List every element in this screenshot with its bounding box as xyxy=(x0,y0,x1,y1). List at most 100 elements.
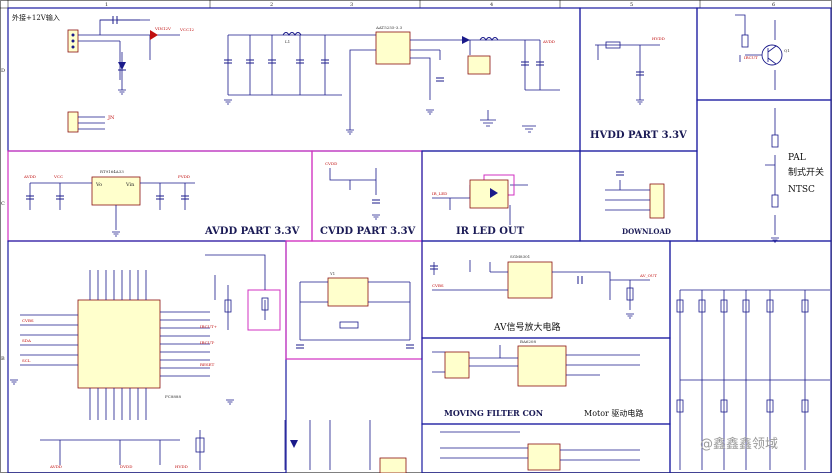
row-d: D xyxy=(1,68,5,74)
regulator-label: AAT5255-3.3 xyxy=(375,25,403,30)
ground-icon xyxy=(112,231,120,237)
svg-text:SDA: SDA xyxy=(22,338,31,343)
resistor-icon xyxy=(626,287,634,301)
svg-text:CVBS: CVBS xyxy=(22,318,34,323)
main-ic-top-pins xyxy=(89,270,147,300)
resistor-icon xyxy=(339,321,359,329)
watermark: @鑫鑫鑫领域 xyxy=(700,436,778,452)
col-6: 6 xyxy=(772,2,775,8)
svg-text:DVDD: DVDD xyxy=(120,464,132,469)
svg-text:Vin: Vin xyxy=(125,182,135,188)
diode-icon xyxy=(118,62,126,70)
ldo-chip xyxy=(91,176,141,206)
regulator-chip xyxy=(375,31,411,65)
svg-text:SCL: SCL xyxy=(22,358,31,363)
crystal-chip xyxy=(327,277,369,307)
freewheel-diode-icon xyxy=(462,36,470,44)
ntsc-label: NTSC xyxy=(788,185,815,195)
resistor-icon xyxy=(741,34,749,48)
svg-text:HVDD: HVDD xyxy=(175,464,188,469)
net-cvdd: CVDD xyxy=(325,161,337,166)
hvdd-title: HVDD PART 3.3V xyxy=(590,130,687,141)
download-title: DOWNLOAD xyxy=(622,227,671,236)
main-ic-right-pins xyxy=(160,311,210,377)
ground-icon xyxy=(118,89,126,95)
svg-text:JN: JN xyxy=(107,115,115,121)
cvdd-title: CVDD PART 3.3V xyxy=(320,226,416,237)
net-pvdd: PVDD xyxy=(178,174,190,179)
resistor-icon xyxy=(771,194,779,208)
row-b: B xyxy=(1,356,5,362)
reset-highlight-box xyxy=(247,289,281,331)
inductor-icon xyxy=(282,32,302,36)
power-input-frame xyxy=(7,7,581,152)
zener-diode-icon xyxy=(290,440,298,448)
input-capacitors xyxy=(224,59,329,64)
ir-title: IR LED OUT xyxy=(456,226,525,237)
amp-label: SGM8301 xyxy=(510,254,530,259)
svg-text:IRCUT: IRCUT xyxy=(744,55,758,60)
svg-text:AVDD: AVDD xyxy=(49,464,62,469)
col-4: 4 xyxy=(490,2,493,8)
ground-icon xyxy=(771,237,779,243)
ground-icon xyxy=(426,109,434,115)
col-3: 3 xyxy=(350,2,353,8)
filter-connector xyxy=(444,351,470,379)
motor-driver-label: BA6208 xyxy=(520,339,536,344)
col-5: 5 xyxy=(630,2,633,8)
avdd-title: AVDD PART 3.3V xyxy=(204,226,300,237)
svg-text:L1: L1 xyxy=(285,39,290,44)
power-input-title: 外接+12V输入 xyxy=(12,13,60,22)
av-amp-title: AV信号放大电路 xyxy=(493,321,561,333)
resistor-array-frame xyxy=(669,240,832,473)
net-av-out: AV_OUT xyxy=(639,273,657,278)
column-markers: 1 2 3 4 5 6 xyxy=(105,0,775,8)
ground-icon xyxy=(480,110,496,127)
svg-text:VCC: VCC xyxy=(53,174,63,179)
net-vin: VIN12V xyxy=(154,26,171,31)
motor-title: Motor 驱动电路 xyxy=(584,408,643,418)
ground-icon xyxy=(522,125,536,133)
ground-icon xyxy=(346,129,354,135)
ground-icon xyxy=(372,214,380,220)
main-ic-label: FC8888 xyxy=(165,394,181,399)
col-1: 1 xyxy=(105,2,108,8)
amp-chip xyxy=(507,261,553,299)
net-cvbs: CVBS xyxy=(432,283,444,288)
schottky-diode-icon xyxy=(150,30,158,40)
ground-icon xyxy=(626,313,634,319)
ldo-label: RT9164A33 xyxy=(100,169,124,174)
ground-icon xyxy=(636,99,644,105)
transistor-frame xyxy=(696,7,832,101)
main-ic-chip xyxy=(77,299,161,389)
row-c: C xyxy=(1,201,5,207)
ground-icon xyxy=(226,399,234,405)
net-ir: IR_LED xyxy=(432,191,447,196)
row-markers: D C B xyxy=(1,68,5,362)
ir-connector xyxy=(469,179,509,209)
net-avdd: AVDD xyxy=(23,174,36,179)
resistor-icon xyxy=(771,134,779,148)
bottom-connector xyxy=(379,457,407,473)
crystal-label: Y1 xyxy=(329,271,335,276)
svg-text:RESET: RESET xyxy=(200,362,215,367)
main-ic-left-pins xyxy=(20,314,78,366)
svg-text:IRCUT+: IRCUT+ xyxy=(200,324,217,329)
transistor-icon xyxy=(761,44,783,66)
ground-icon xyxy=(224,99,232,105)
resistor-icon xyxy=(195,437,205,453)
connector-jn xyxy=(67,111,105,133)
moving-filter-title: MOVING FILTER CON xyxy=(444,408,543,418)
switch-label: 制式开关 xyxy=(788,166,824,178)
transistor-label: Q1 xyxy=(784,48,790,53)
col-2: 2 xyxy=(270,2,273,8)
resistor-icon xyxy=(224,299,232,313)
net-vcc12: VCC12 xyxy=(179,27,195,32)
resistor-icon xyxy=(261,297,269,311)
inductor-l2-icon xyxy=(479,37,499,41)
net-hvdd: HVDD xyxy=(652,36,665,41)
net-avdd-top: AVDD xyxy=(542,39,555,44)
pal-label: PAL xyxy=(788,153,806,163)
